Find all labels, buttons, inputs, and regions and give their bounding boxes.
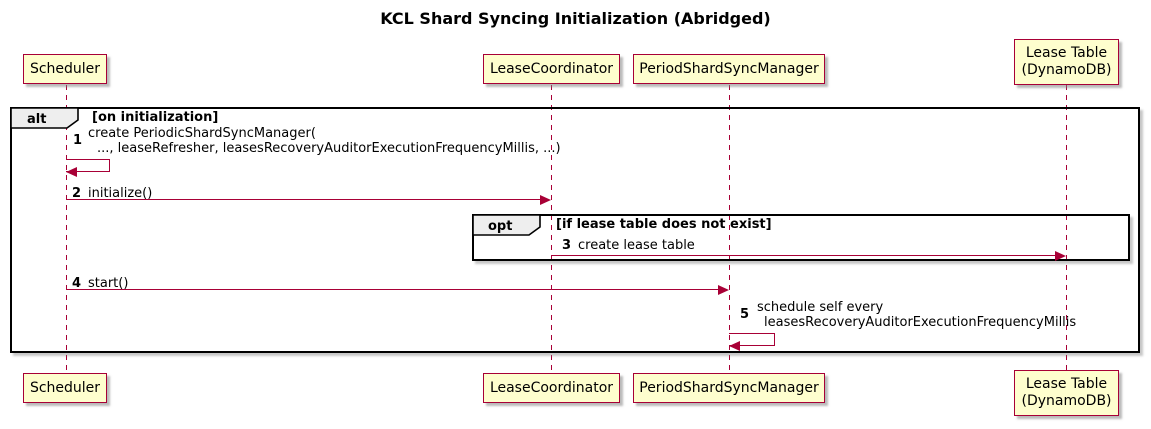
lifeline-lease-table <box>1066 85 1067 370</box>
lifeline-period-shard-sync-manager <box>729 85 730 373</box>
message-4-arrowhead-icon <box>718 285 729 295</box>
participant-label-line1: Lease Table <box>1025 45 1108 61</box>
alt-frame-tab: alt <box>10 107 79 129</box>
opt-frame-tab-shape <box>472 214 541 236</box>
message-5-text-line2: leasesRecoveryAuditorExecutionFrequencyM… <box>764 315 1077 330</box>
participant-lease-coordinator-bottom: LeaseCoordinator <box>483 373 620 403</box>
message-4-arrow <box>66 289 720 290</box>
message-2-number: 2 <box>72 186 82 201</box>
message-3-arrow <box>551 255 1057 256</box>
participant-label: LeaseCoordinator <box>489 60 614 77</box>
diagram-title: KCL Shard Syncing Initialization (Abridg… <box>380 9 771 28</box>
participant-label-line2: (DynamoDB) <box>1021 62 1112 78</box>
participant-lease-table-top: Lease Table (DynamoDB) <box>1014 39 1119 85</box>
participant-lease-table-bottom: Lease Table (DynamoDB) <box>1014 370 1119 416</box>
participant-label: Scheduler <box>29 379 101 396</box>
opt-frame-tab: opt <box>472 214 541 236</box>
lifeline-lease-coordinator <box>551 85 552 373</box>
message-2-arrow <box>66 199 542 200</box>
participant-scheduler-top: Scheduler <box>23 54 107 84</box>
participant-label: LeaseCoordinator <box>489 379 614 396</box>
message-2-arrowhead-icon <box>540 195 551 205</box>
participant-label: PeriodShardSyncManager <box>639 60 819 77</box>
participant-label-line1: Lease Table <box>1025 376 1108 392</box>
opt-frame <box>472 214 1130 261</box>
opt-frame-operator: opt <box>488 219 512 234</box>
message-5-arrowhead-icon <box>729 341 740 351</box>
message-1-number: 1 <box>73 133 83 148</box>
message-3-arrowhead-icon <box>1055 251 1066 261</box>
participant-scheduler-bottom: Scheduler <box>23 373 107 403</box>
participant-period-shard-sync-manager-bottom: PeriodShardSyncManager <box>633 373 825 403</box>
participant-lease-coordinator-top: LeaseCoordinator <box>483 54 620 84</box>
lifeline-scheduler <box>66 85 67 373</box>
message-5-self-arrow <box>729 333 775 346</box>
message-3-text: create lease table <box>578 238 695 253</box>
participant-label: PeriodShardSyncManager <box>639 379 819 396</box>
message-4-number: 4 <box>72 276 82 291</box>
participant-label: Scheduler <box>29 60 101 77</box>
message-1-text-line1: create PeriodicShardSyncManager( <box>88 126 316 141</box>
message-1-text-line2: ..., leaseRefresher, leasesRecoveryAudit… <box>97 141 561 156</box>
message-5-number: 5 <box>740 307 750 322</box>
alt-frame-operator: alt <box>27 112 46 127</box>
participant-period-shard-sync-manager-top: PeriodShardSyncManager <box>633 54 825 84</box>
opt-frame-condition: [if lease table does not exist] <box>556 217 772 232</box>
alt-frame-condition: [on initialization] <box>92 110 219 125</box>
message-5-text-line1: schedule self every <box>757 300 884 315</box>
alt-frame <box>10 107 1140 353</box>
message-1-self-arrow <box>66 159 110 172</box>
message-1-arrowhead-icon <box>66 167 77 177</box>
message-3-number: 3 <box>562 238 572 253</box>
message-2-text: initialize() <box>88 186 153 201</box>
message-4-text: start() <box>88 276 129 291</box>
participant-label-line2: (DynamoDB) <box>1021 393 1112 409</box>
alt-frame-tab-shape <box>10 107 79 129</box>
